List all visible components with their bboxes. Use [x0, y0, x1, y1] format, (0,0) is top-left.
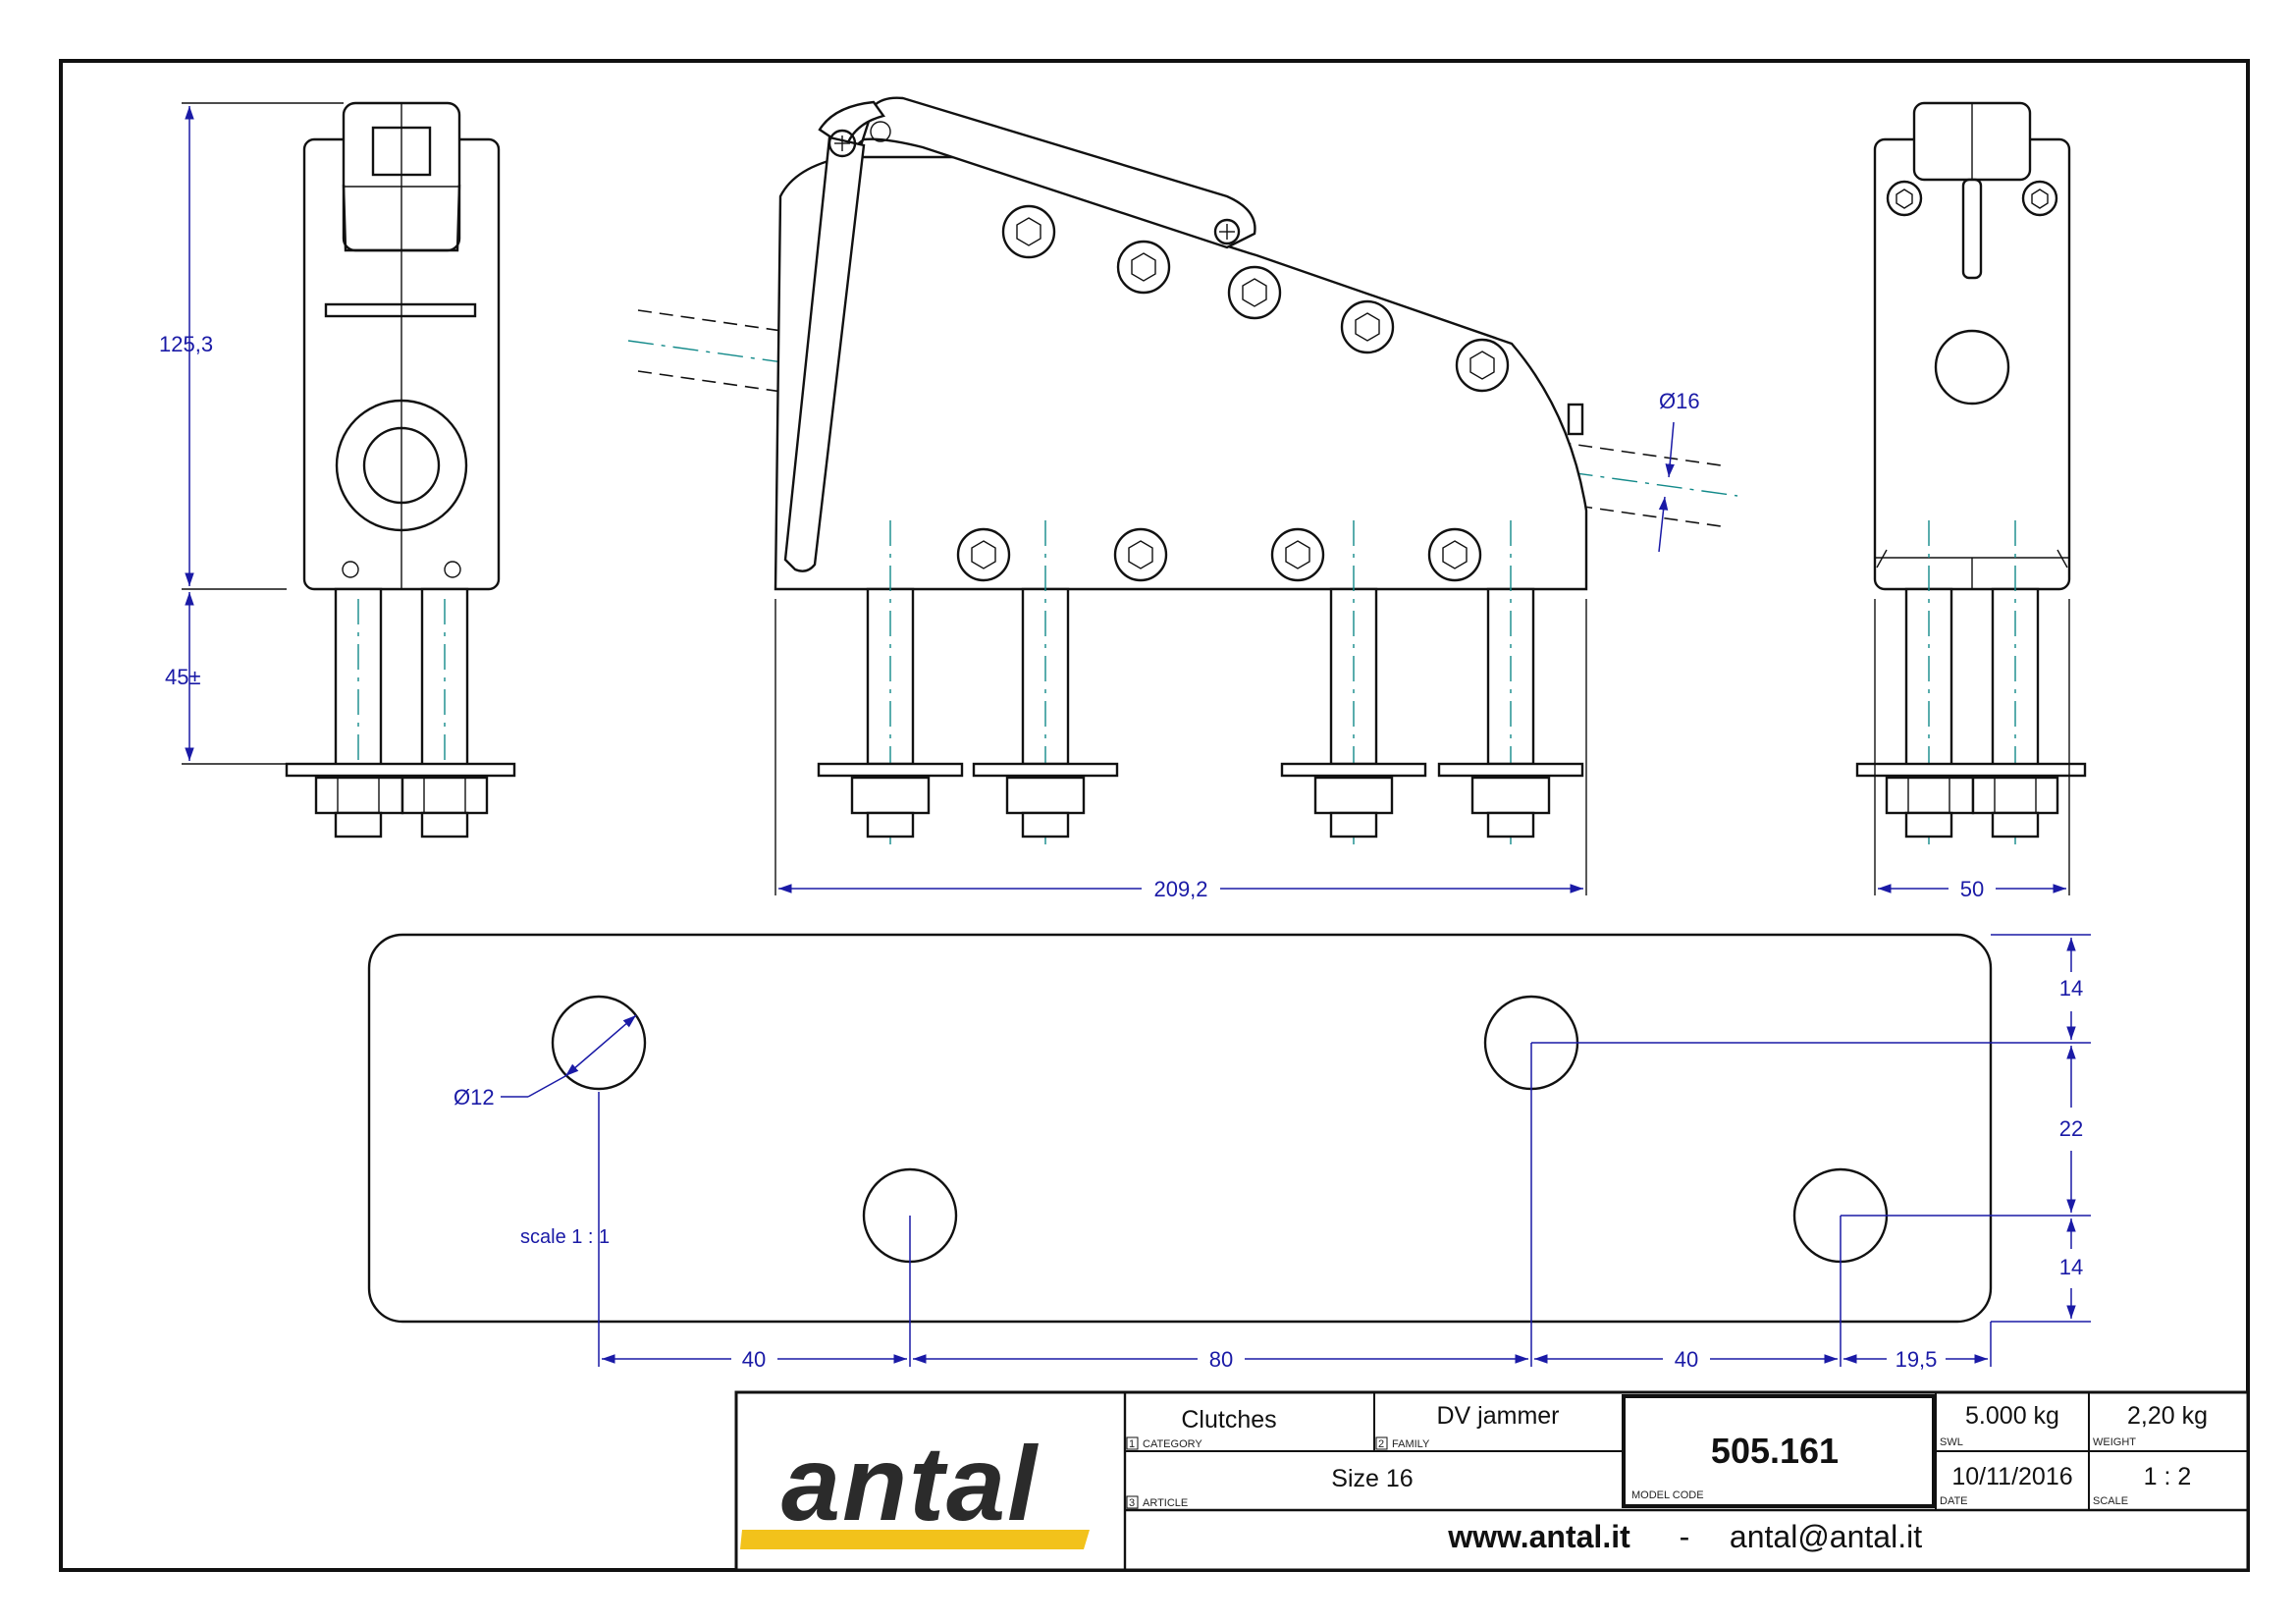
- swl-value: 5.000 kg: [1965, 1402, 2059, 1430]
- scale-value: 1 : 2: [2144, 1463, 2192, 1490]
- dim-plate-bottom-label: 14: [2059, 1255, 2083, 1279]
- website-link[interactable]: www.antal.it: [1447, 1519, 1630, 1554]
- dim-hole-spacing-2-label: 80: [1209, 1347, 1233, 1372]
- dim-edge-offset-label: 19,5: [1896, 1347, 1938, 1372]
- model-code-label: MODEL CODE: [1631, 1489, 1704, 1501]
- side-view: [627, 96, 1738, 895]
- dim-height-bolt-label: 45±: [165, 665, 201, 689]
- family-num: 2: [1378, 1438, 1384, 1450]
- dim-hole-spacing-1-label: 40: [742, 1347, 766, 1372]
- swl-label: SWL: [1940, 1436, 1963, 1448]
- category-label: CATEGORY: [1143, 1438, 1202, 1450]
- plate-scale-note: scale 1 : 1: [520, 1226, 610, 1248]
- weight-label: WEIGHT: [2093, 1436, 2136, 1448]
- end-view: [1855, 101, 2087, 895]
- dim-height-body-label: 125,3: [159, 332, 213, 356]
- dim-length-label: 209,2: [1153, 877, 1207, 901]
- dim-hole-spacing-row: 40 80 40 19,5: [602, 1347, 1988, 1372]
- dim-rope-diameter: Ø16: [1658, 389, 1700, 553]
- dim-height-bolt: 45±: [165, 592, 201, 761]
- date-value: 10/11/2016: [1951, 1463, 2072, 1490]
- article-label: ARTICLE: [1143, 1497, 1188, 1509]
- dim-rope-diameter-label: Ø16: [1659, 389, 1700, 413]
- dim-plate-middle-label: 22: [2059, 1116, 2083, 1141]
- antal-logo-text: antal: [781, 1424, 1039, 1543]
- front-view: [182, 101, 516, 839]
- title-block: antal Clutches 1 CATEGORY DV jammer 2 FA…: [734, 1390, 2250, 1572]
- contact-separator: -: [1680, 1519, 1690, 1554]
- dim-hole-diameter-label: Ø12: [454, 1085, 495, 1110]
- email-link[interactable]: antal@antal.it: [1730, 1519, 1922, 1554]
- article-value: Size 16: [1331, 1465, 1413, 1492]
- family-label: FAMILY: [1392, 1438, 1430, 1450]
- dim-hole-diameter: Ø12: [454, 1014, 637, 1110]
- family-value: DV jammer: [1436, 1402, 1559, 1430]
- mounting-plate: [367, 933, 2091, 1367]
- antal-logo: antal: [740, 1424, 1090, 1549]
- category-num: 1: [1129, 1438, 1135, 1450]
- dim-hole-spacing-3-label: 40: [1675, 1347, 1698, 1372]
- dim-height-body: 125,3: [159, 106, 213, 586]
- dim-length: 209,2: [778, 877, 1583, 901]
- scale-label: SCALE: [2093, 1495, 2128, 1507]
- dim-width-label: 50: [1960, 877, 1984, 901]
- category-value: Clutches: [1181, 1406, 1276, 1434]
- dim-plate-top-label: 14: [2059, 976, 2083, 1001]
- weight-value: 2,20 kg: [2127, 1402, 2208, 1430]
- dim-plate-vertical: 14 22 14: [2059, 938, 2083, 1319]
- model-code-value: 505.161: [1711, 1431, 1839, 1471]
- dim-width: 50: [1878, 877, 2066, 901]
- date-label: DATE: [1940, 1495, 1968, 1507]
- article-num: 3: [1129, 1497, 1135, 1509]
